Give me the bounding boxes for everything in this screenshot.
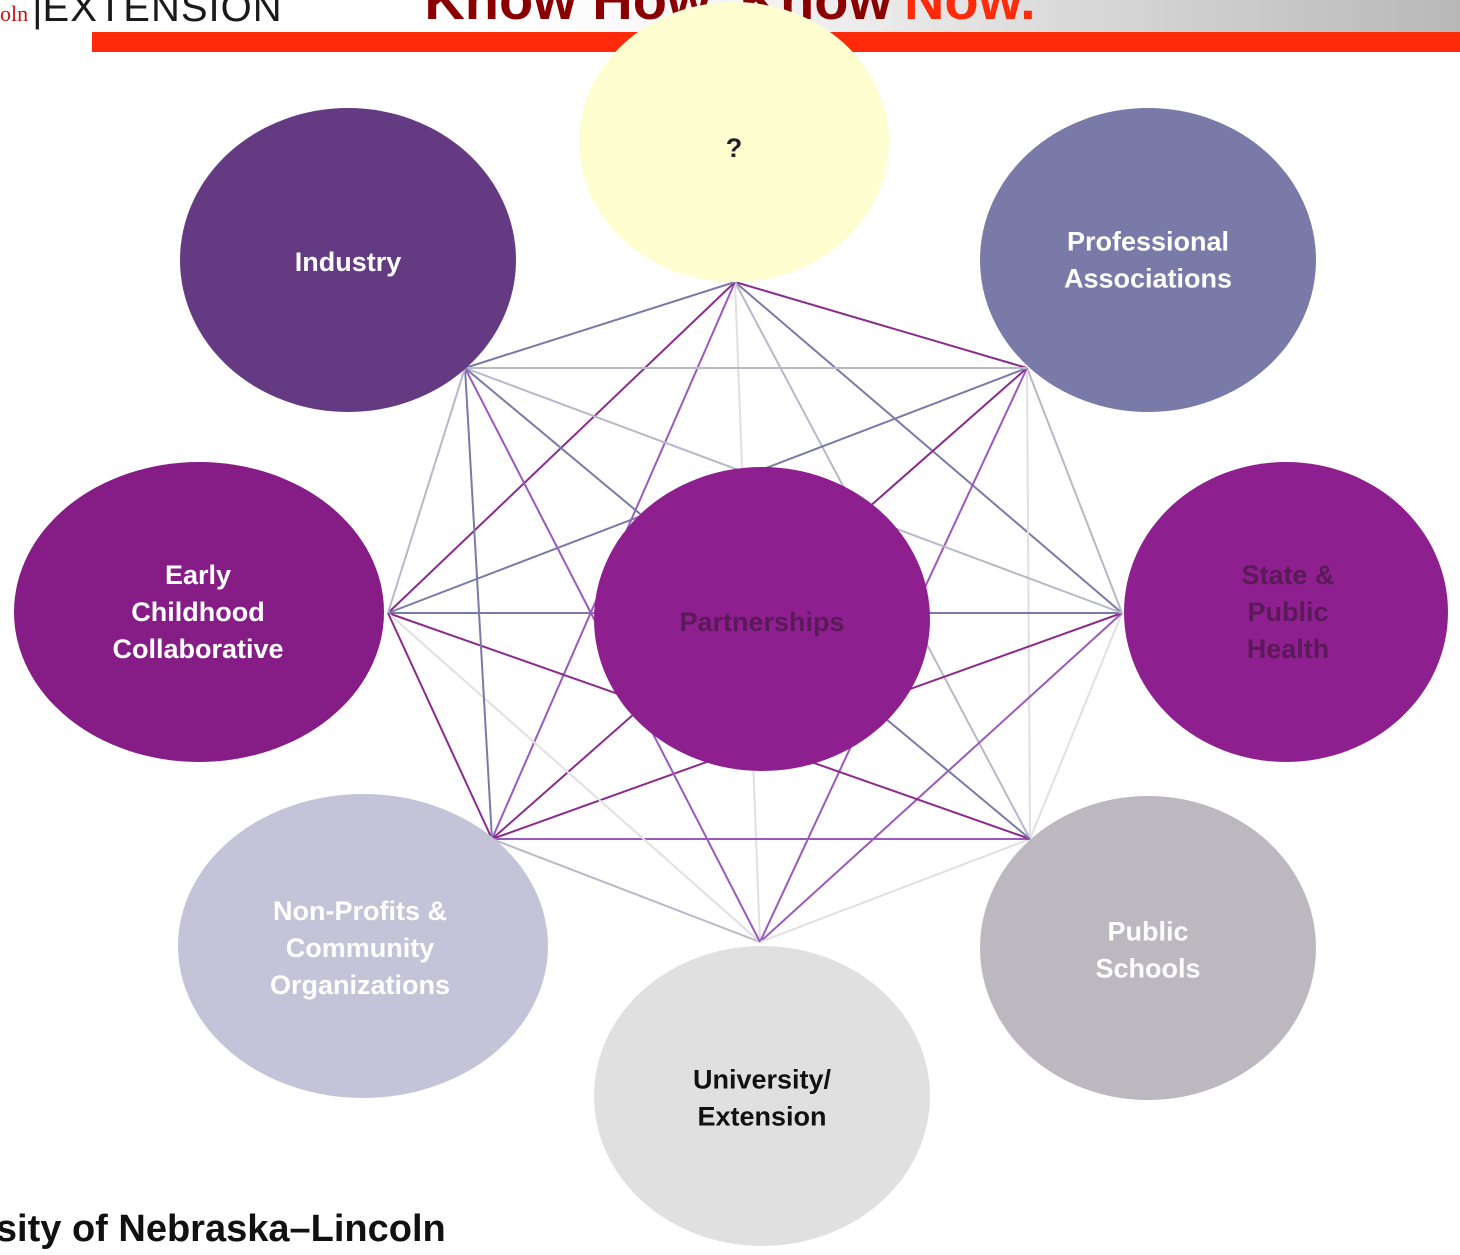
node-unknown-label-line-1: ? [726,133,743,163]
node-partnerships-label-line-1: Partnerships [679,607,844,637]
node-unknown: ? [579,2,889,282]
node-university-extension-label-line-1: University/ [693,1065,832,1095]
node-partnerships: Partnerships [594,467,930,771]
node-early-childhood-label-line-3: Collaborative [112,634,283,664]
node-partnerships-ellipse [594,467,930,771]
node-early-childhood-label-line-2: Childhood [131,597,264,627]
connector-professional-associations-public-schools [1026,367,1031,840]
node-non-profits-label-line-2: Community [286,933,435,963]
node-professional-associations-ellipse [980,108,1316,412]
node-industry-label-line-1: Industry [295,247,402,277]
connector-non-profits-early-childhood [387,612,493,840]
node-professional-associations-label-line-2: Associations [1064,264,1232,294]
logo-main: EXTENSION [42,0,283,30]
node-university-extension: University/Extension [594,946,930,1246]
node-public-schools-ellipse [980,796,1316,1100]
node-non-profits-label-line-3: Organizations [270,970,450,1000]
node-university-extension-label-line-2: Extension [697,1102,826,1132]
node-industry-ellipse [180,108,516,412]
extension-logo: oln|EXTENSION [0,0,283,28]
node-unknown-ellipse [579,2,889,282]
node-state-public-health-label-line-2: Public [1247,597,1328,627]
node-industry: Industry [180,108,516,412]
connector-early-childhood-industry [387,367,466,614]
connector-state-public-health-university-extension [759,612,1123,943]
logo-prefix: oln [0,1,29,26]
node-public-schools-label-line-1: Public [1107,917,1188,947]
connector-state-public-health-public-schools [1029,612,1123,840]
node-non-profits-ellipse [178,794,548,1098]
node-state-public-health-label-line-3: Health [1247,634,1330,664]
connector-professional-associations-state-public-health [1026,367,1123,614]
connector-public-schools-university-extension [759,838,1031,943]
node-state-public-health-ellipse [1124,462,1448,762]
node-university-extension-ellipse [594,946,930,1246]
connector-university-extension-non-profits [491,838,761,943]
slide-title-accent: Now. [904,0,1036,31]
connector-lines [387,281,1123,943]
node-early-childhood-ellipse [14,462,384,762]
node-state-public-health-label-line-1: State & [1241,560,1334,590]
node-early-childhood-label-line-1: Early [165,560,231,590]
connector-university-extension-early-childhood [387,612,761,943]
footer-university-name: ersity of Nebraska–Lincoln [0,1208,446,1250]
connector-unknown-state-public-health [734,281,1123,614]
connector-unknown-professional-associations [734,281,1028,369]
logo-separator: | [32,0,43,30]
connector-unknown-industry [464,281,736,369]
connector-non-profits-industry [464,367,493,840]
node-non-profits-label-line-1: Non-Profits & [273,896,447,926]
node-professional-associations-label-line-1: Professional [1067,227,1229,257]
center-node: Partnerships [594,467,930,771]
node-public-schools-label-line-2: Schools [1095,954,1200,984]
